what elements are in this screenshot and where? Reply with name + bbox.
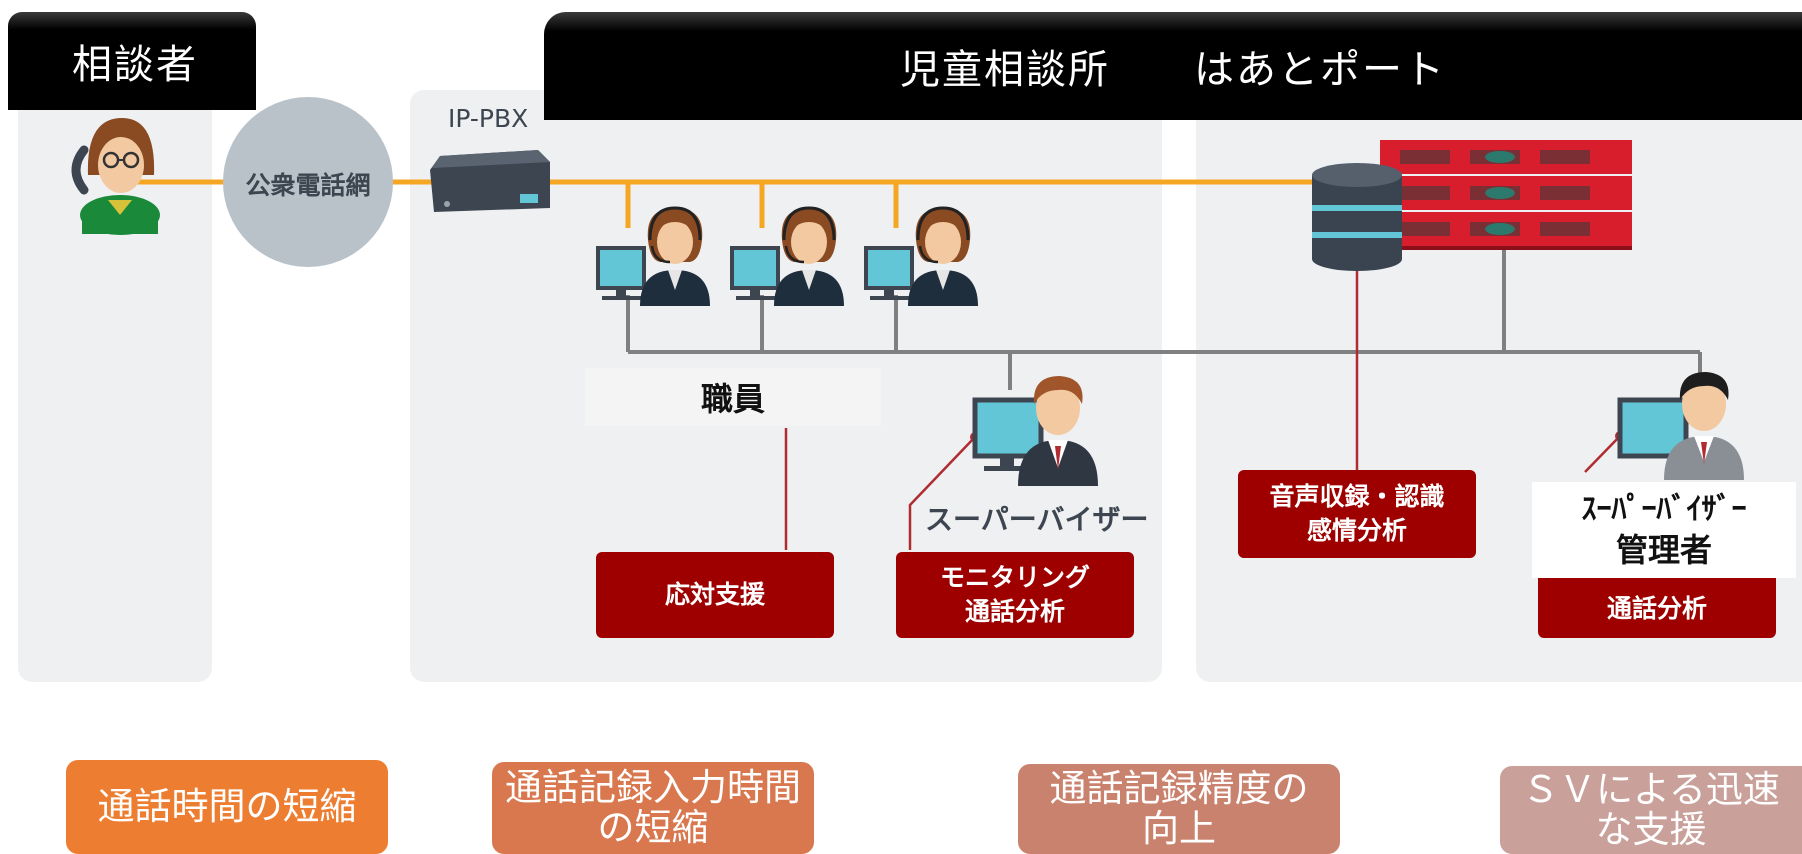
monitoring-box: モニタリング 通話分析 xyxy=(896,552,1134,638)
monitoring-label-line1: モニタリング xyxy=(939,563,1090,592)
benefit-2-line2: の短縮 xyxy=(597,806,709,849)
benefit-3-line2: 向上 xyxy=(1142,807,1216,850)
supervisor-admin-label: ｽｰﾊﾟｰﾊﾞｲｻﾞｰ 管理者 xyxy=(1532,482,1796,578)
public-network-label: 公衆電話網 xyxy=(245,171,371,200)
operator-icon-3 xyxy=(864,206,978,306)
response-support-box: 応対支援 xyxy=(596,552,834,638)
response-support-label: 応対支援 xyxy=(664,580,765,609)
benefit-4-line2: な支援 xyxy=(1595,808,1707,851)
voice-recognition-box: 音声収録・認識 感情分析 xyxy=(1238,470,1476,558)
benefit-sv-support: ＳＶによる迅速 な支援 xyxy=(1500,766,1802,854)
pbx-device-icon xyxy=(430,150,550,212)
benefit-1-line1: 通話時間の短縮 xyxy=(97,785,357,828)
supervisor-person-icon xyxy=(972,376,1098,486)
admin-person-icon xyxy=(1617,372,1744,480)
pbx-label: IP-PBX xyxy=(448,104,529,133)
benefit-record-input: 通話記録入力時間 の短縮 xyxy=(492,762,814,854)
operator-icon-1 xyxy=(596,206,710,306)
supervisor-admin-line2: 管理者 xyxy=(1615,531,1712,569)
benefit-3-line1: 通話記録精度の xyxy=(1049,767,1309,810)
monitoring-label-line2: 通話分析 xyxy=(964,597,1065,626)
supervisor-admin-line1: ｽｰﾊﾟｰﾊﾞｲｻﾞｰ xyxy=(1581,492,1747,527)
benefit-record-accuracy: 通話記録精度の 向上 xyxy=(1018,764,1340,854)
database-icon xyxy=(1312,163,1402,271)
consultant-person-icon xyxy=(71,118,160,235)
voice-label-line2: 感情分析 xyxy=(1306,516,1407,545)
public-network-circle xyxy=(223,97,393,267)
supervisor-label: スーパーバイザー xyxy=(925,503,1149,536)
consultant-header: 相談者 xyxy=(8,12,256,110)
benefit-2-line1: 通話記録入力時間 xyxy=(505,766,801,809)
voice-label-line1: 音声収録・認識 xyxy=(1269,482,1445,511)
center-header: 児童相談所 はあとポート xyxy=(544,12,1802,120)
benefit-call-time: 通話時間の短縮 xyxy=(66,760,388,854)
benefit-4-line1: ＳＶによる迅速 xyxy=(1522,768,1780,811)
staff-label: 職員 xyxy=(585,368,881,426)
operator-icon-2 xyxy=(730,206,844,306)
admin-analysis-label: 通話分析 xyxy=(1606,594,1707,623)
